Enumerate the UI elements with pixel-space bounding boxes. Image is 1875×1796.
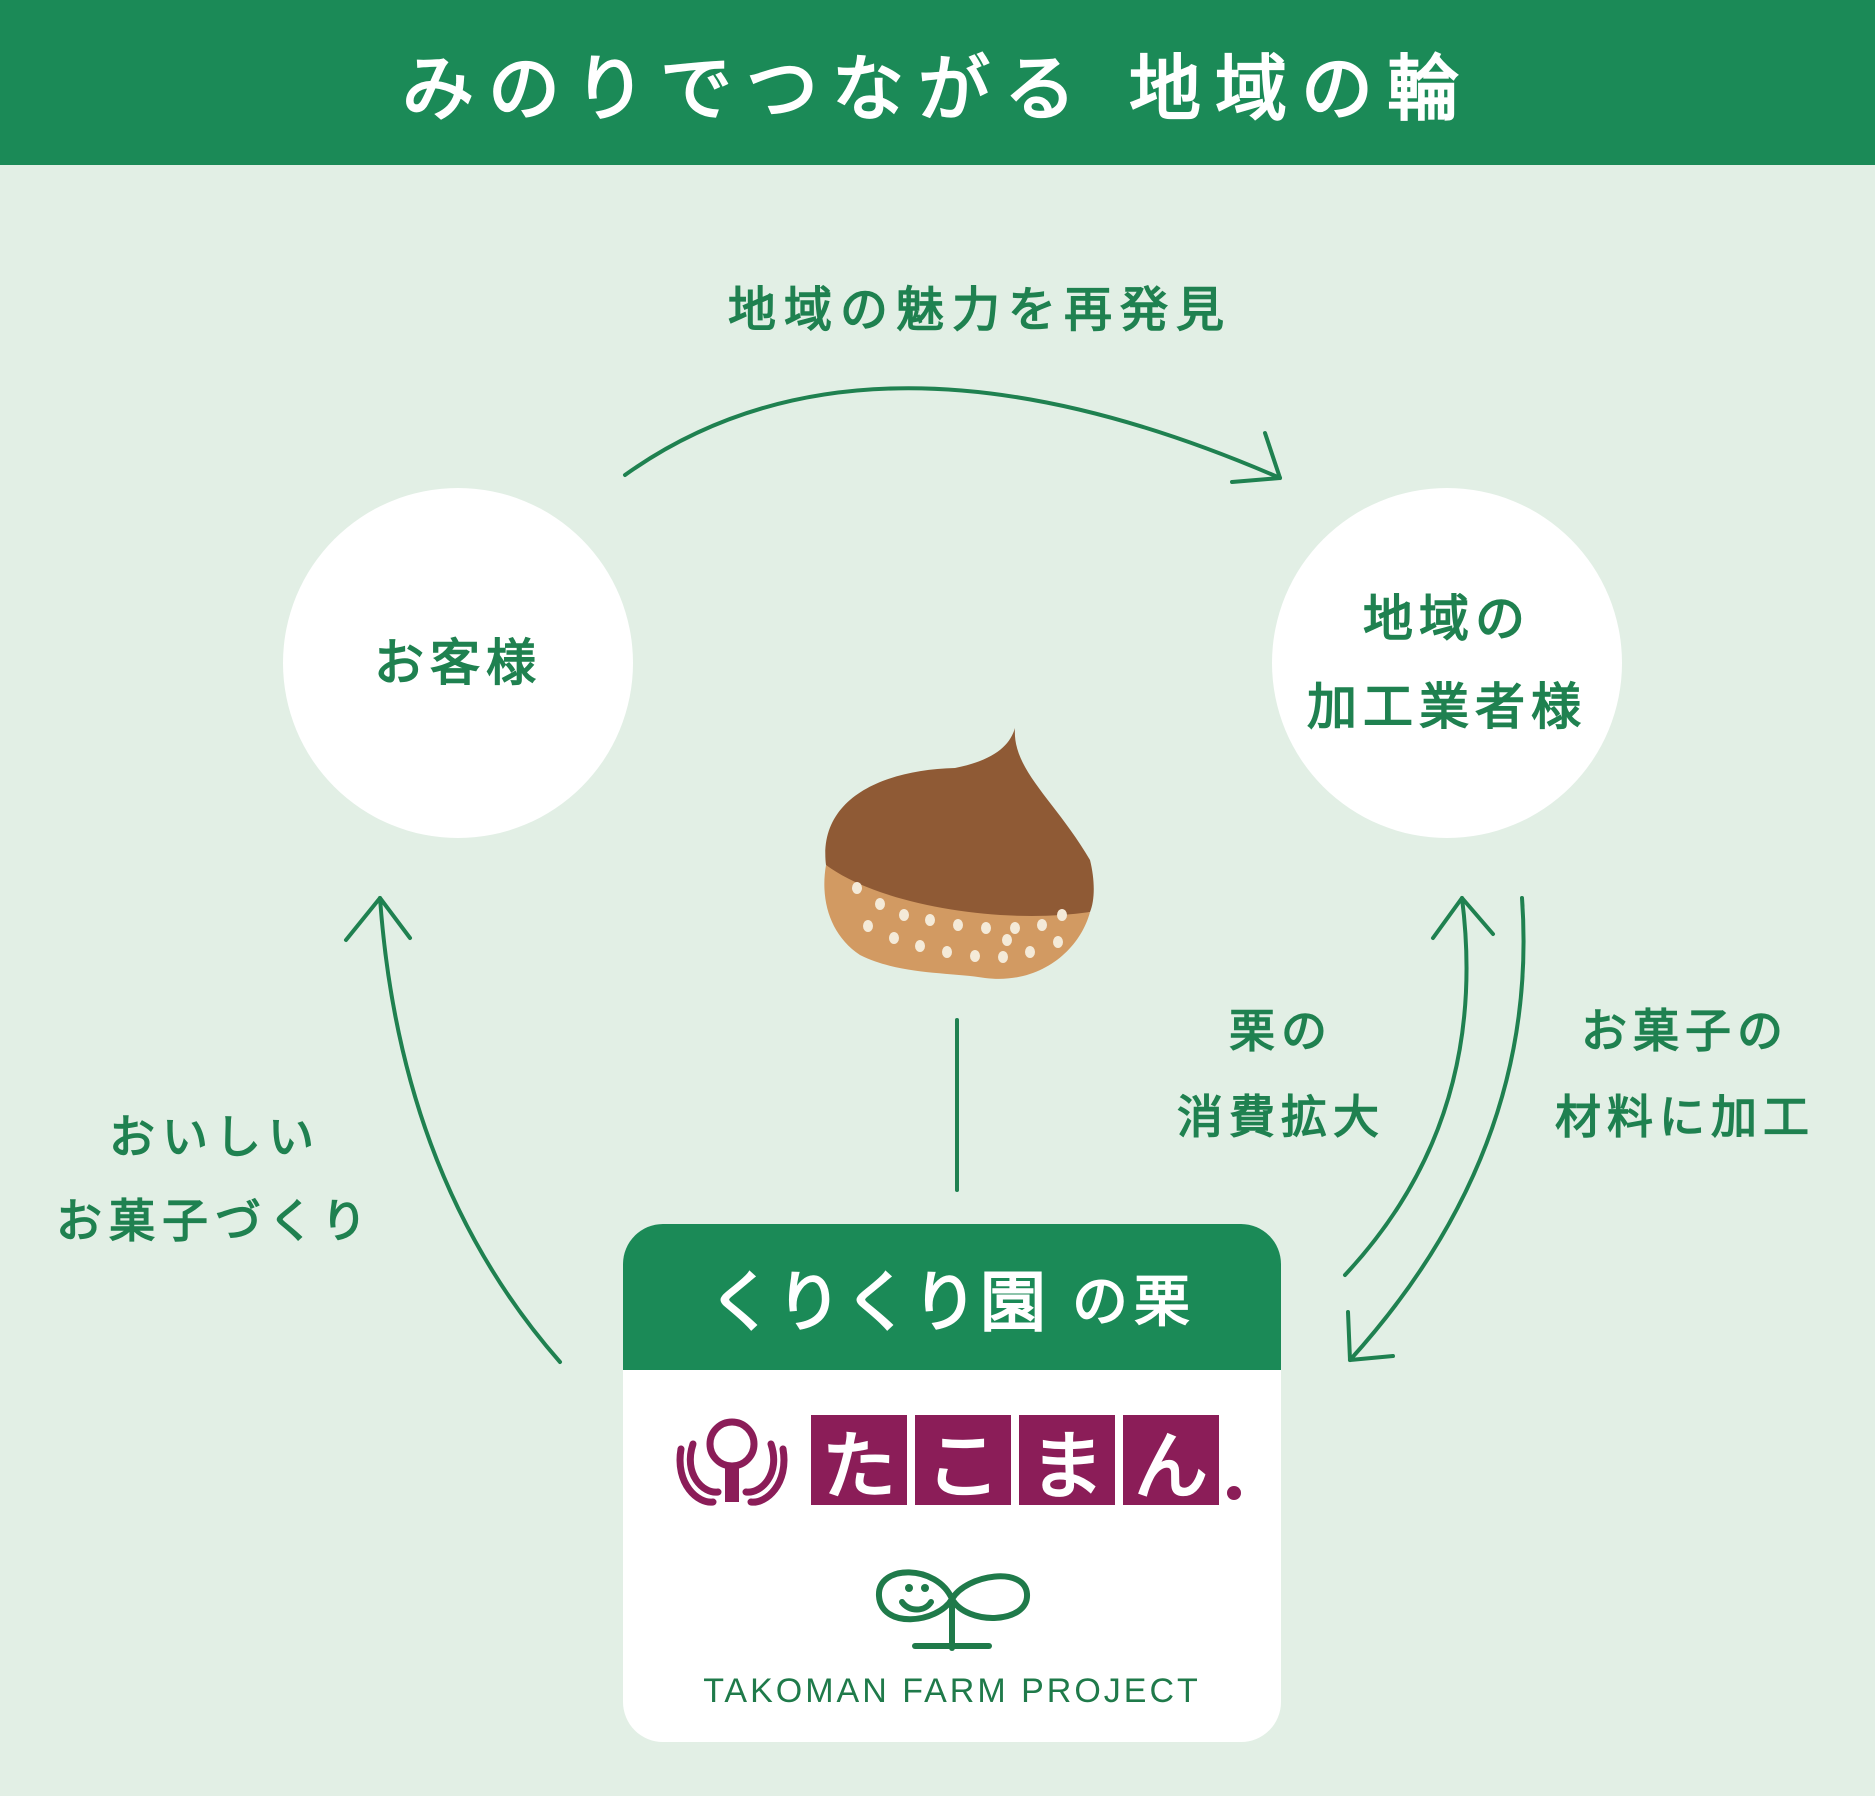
takoman-char-4: ん	[1123, 1415, 1219, 1505]
node-processor-label-line2: 加工業者様	[1307, 663, 1587, 751]
takoman-mark-icon	[673, 1414, 791, 1506]
label-left-arrow: おいしい お菓子づくり	[30, 1095, 400, 1263]
label-right-down-line1: お菓子の	[1530, 988, 1840, 1074]
label-left-line1: おいしい	[30, 1095, 400, 1179]
arrow-left-head	[346, 898, 410, 940]
label-right-up-line1: 栗の	[1150, 988, 1412, 1074]
card-header: くりくり園 の栗	[623, 1224, 1281, 1370]
node-customer-label: お客様	[374, 619, 542, 707]
label-right-down-line2: 材料に加工	[1530, 1074, 1840, 1160]
farm-project-text: TAKOMAN FARM PROJECT	[623, 1672, 1281, 1711]
farm-project-logo-icon	[867, 1554, 1037, 1654]
node-processor: 地域の 加工業者様	[1272, 488, 1622, 838]
card-header-suffix: の栗	[1072, 1257, 1196, 1338]
takoman-char-3: ま	[1019, 1415, 1115, 1505]
chestnut-icon	[824, 728, 1093, 979]
takoman-logo: た こ ま ん	[673, 1414, 1241, 1506]
node-customer: お客様	[283, 488, 633, 838]
label-top-arrow: 地域の魅力を再発見	[700, 270, 1260, 340]
takoman-char-2: こ	[915, 1415, 1011, 1505]
label-right-down-arrow: お菓子の 材料に加工	[1530, 988, 1840, 1160]
arrow-top-arc	[625, 388, 1280, 478]
arrow-left-arc	[380, 898, 560, 1362]
takoman-dot	[1227, 1486, 1241, 1500]
node-processor-label-line1: 地域の	[1363, 575, 1531, 663]
kurikuri-card: くりくり園 の栗 た こ ま ん	[623, 1224, 1281, 1742]
takoman-char-1: た	[811, 1415, 907, 1505]
label-right-up-arrow: 栗の 消費拡大	[1150, 988, 1412, 1160]
label-right-up-line2: 消費拡大	[1150, 1074, 1412, 1160]
kurikuri-logo: くりくり園	[708, 1249, 1048, 1345]
label-left-line2: お菓子づくり	[30, 1179, 400, 1263]
